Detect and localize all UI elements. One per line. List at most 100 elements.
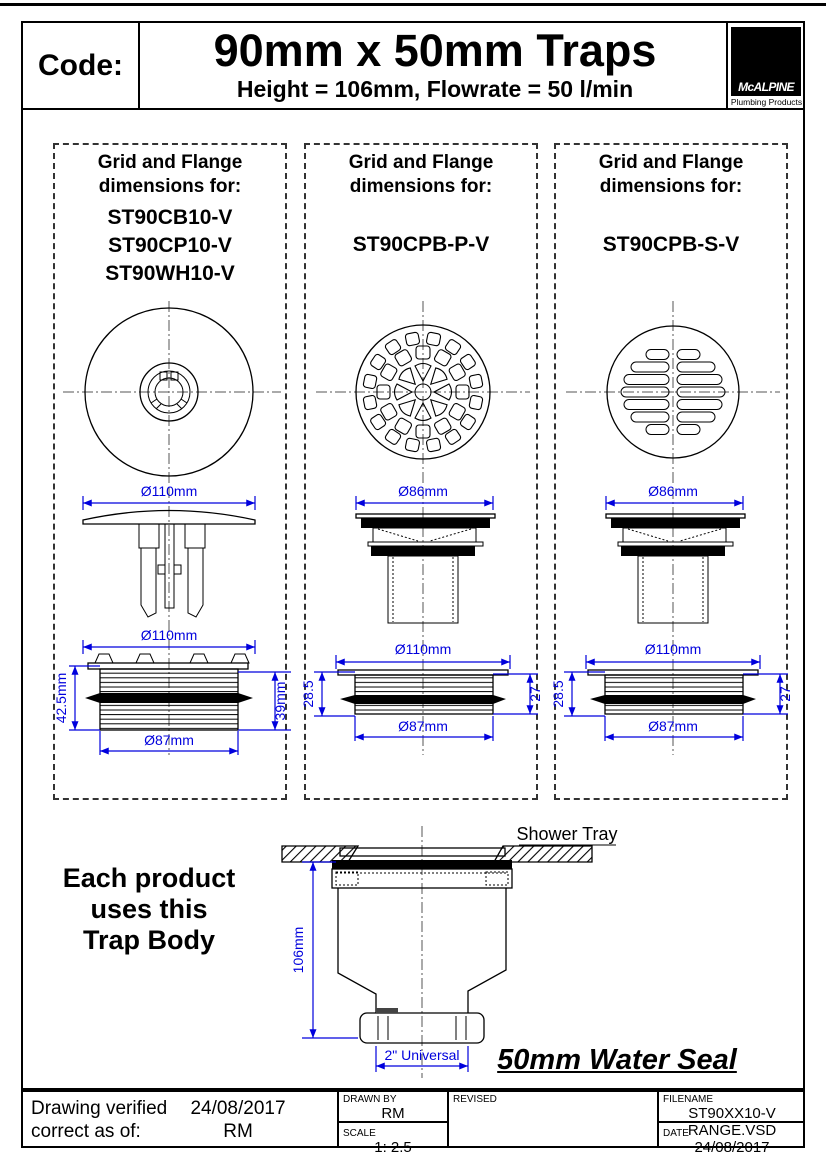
filename-value: ST90XX10-V RANGE.VSD — [687, 1105, 777, 1139]
p1-body-top-dim: Ø110mm — [82, 627, 256, 654]
title-block-header: Code: 90mm x 50mm Traps Height = 106mm, … — [21, 21, 805, 110]
panel1-drawing: Ø110mm Ø110mm — [53, 301, 291, 755]
shower-tray-label-group: Shower Tray — [516, 824, 618, 846]
panel1-heading-line1: Grid and Flange — [97, 152, 243, 173]
p1-height-dims: 42.5mm 39mm — [53, 665, 291, 731]
dim-label: 39mm — [272, 682, 288, 721]
dim-label: 28.5 — [550, 680, 566, 707]
trap-body-note: Each product uses this Trap Body — [44, 863, 254, 956]
panel-st90cpb-p: Grid and Flange dimensions for: ST90CPB-… — [300, 143, 543, 800]
p2-thread-dim: Ø87mm — [354, 716, 494, 741]
date-label: DATE — [663, 1128, 689, 1139]
product-code: ST90WH10-V — [105, 262, 235, 285]
verified-label-line2: correct as of: — [31, 1121, 141, 1142]
p3-height-dims: 28.5 27 — [550, 671, 793, 717]
p1-thread-dim: Ø87mm — [99, 731, 239, 755]
drawn-by-label: DRAWN BY — [343, 1094, 397, 1105]
dim-label: 28.5 — [300, 680, 316, 707]
product-code: ST90CPB-S-V — [602, 233, 740, 256]
p2-grid-view — [316, 301, 530, 485]
panel2-drawing: Ø86mm Ø110m — [300, 301, 543, 755]
revised-label: REVISED — [453, 1094, 497, 1105]
p3-grid-dim: Ø86mm — [605, 483, 744, 510]
panel2-heading-line2: dimensions for: — [349, 176, 493, 197]
logo-subtext: Plumbing Products — [730, 97, 803, 107]
logo-text: McALPINE — [738, 80, 794, 94]
trap-body-drawing: Shower Tray — [281, 824, 618, 1078]
panel3-drawing: Ø86mm Ø110m — [550, 301, 793, 755]
product-code: ST90CPB-P-V — [352, 233, 490, 256]
verified-value: 24/08/2017 RM — [153, 1097, 323, 1143]
p1-flange-dim: Ø110mm — [82, 483, 256, 510]
logo-box: McALPINE Plumbing Products — [726, 23, 803, 108]
scale-value: 1: 2.5 — [374, 1139, 412, 1156]
panel2-codes: ST90CPB-P-V — [306, 231, 536, 259]
p3-body-view — [587, 669, 759, 715]
filename-label: FILENAME — [663, 1094, 714, 1105]
dim-label: 42.5mm — [53, 673, 69, 724]
code-label: Code: — [23, 23, 140, 108]
product-code: ST90CP10-V — [108, 234, 232, 257]
dim-label: 27 — [777, 686, 793, 702]
dim-label: Ø86mm — [648, 483, 698, 499]
mcalpine-logo: McALPINE — [731, 27, 801, 96]
p2-height-dims: 28.5 27 — [300, 671, 543, 717]
p1-body-view — [85, 653, 253, 731]
page-subtitle: Height = 106mm, Flowrate = 50 l/min — [236, 76, 634, 102]
panel1-codes: ST90CB10-V ST90CP10-V ST90WH10-V — [55, 204, 285, 288]
p2-body-top-dim: Ø110mm — [335, 641, 511, 669]
shower-tray — [281, 845, 593, 863]
outlet-dim: 2" Universal — [375, 1046, 469, 1072]
drawing-area: Grid and Flange dimensions for: ST90CB10… — [21, 108, 805, 1090]
title-block-footer: Drawing verified correct as of: 24/08/20… — [21, 1090, 805, 1156]
dim-label: 106mm — [290, 927, 306, 974]
dim-label: Ø110mm — [141, 483, 198, 499]
dim-label: Ø87mm — [648, 718, 698, 734]
shower-tray-label: Shower Tray — [516, 824, 617, 844]
trap-body-view — [331, 868, 513, 1044]
dim-label: Ø110mm — [645, 641, 702, 657]
panel3-heading-line2: dimensions for: — [599, 176, 743, 197]
verified-label-line1: Drawing verified — [31, 1098, 168, 1119]
dim-label: Ø87mm — [398, 718, 448, 734]
note-line: Each product — [62, 863, 236, 893]
dim-label: Ø86mm — [398, 483, 448, 499]
panel3-codes: ST90CPB-S-V — [556, 231, 786, 259]
panel1-heading-line2: dimensions for: — [98, 176, 242, 197]
panel-st90cb10: Grid and Flange dimensions for: ST90CB10… — [53, 143, 291, 800]
scale-cell: SCALE 1: 2.5 — [337, 1123, 447, 1156]
p3-grid-side-view — [605, 513, 746, 624]
scale-label: SCALE — [343, 1128, 376, 1139]
product-code: ST90CB10-V — [107, 206, 233, 229]
revised-cell: REVISED — [447, 1092, 657, 1146]
dim-label: Ø87mm — [144, 732, 194, 748]
filename-cell: FILENAME ST90XX10-V RANGE.VSD — [657, 1092, 805, 1139]
verified-date: 24/08/2017 — [190, 1098, 286, 1119]
date-value: 24/08/2017 — [694, 1139, 770, 1156]
panel-st90cpb-s: Grid and Flange dimensions for: ST90CPB-… — [550, 143, 793, 800]
panel3-heading-line1: Grid and Flange — [598, 152, 744, 173]
top-border-line — [0, 3, 826, 6]
panel2-heading-line1: Grid and Flange — [348, 152, 494, 173]
p2-grid-side-view — [355, 513, 496, 624]
verified-by: RM — [223, 1121, 253, 1142]
date-cell: DATE 24/08/2017 — [657, 1123, 805, 1156]
dim-label: Ø110mm — [141, 627, 198, 643]
p2-body-view — [337, 669, 509, 715]
p3-thread-dim: Ø87mm — [604, 716, 744, 741]
water-seal-label: 50mm Water Seal — [497, 1044, 737, 1076]
p2-grid-dim: Ø86mm — [355, 483, 494, 510]
p1-top-view — [63, 301, 281, 485]
drawn-by-cell: DRAWN BY RM — [337, 1092, 447, 1123]
note-line: uses this — [90, 894, 208, 924]
drawn-by-value: RM — [381, 1105, 405, 1122]
verified-cell: Drawing verified correct as of: 24/08/20… — [23, 1092, 337, 1146]
trap-height-dim: 106mm — [290, 861, 358, 1039]
page-title: 90mm x 50mm Traps — [213, 25, 657, 76]
note-line: Trap Body — [82, 925, 216, 955]
dim-label: Ø110mm — [395, 641, 452, 657]
p1-flange-side-view — [82, 509, 256, 618]
verified-label: Drawing verified correct as of: — [31, 1097, 167, 1143]
dim-label: 2" Universal — [385, 1047, 460, 1063]
